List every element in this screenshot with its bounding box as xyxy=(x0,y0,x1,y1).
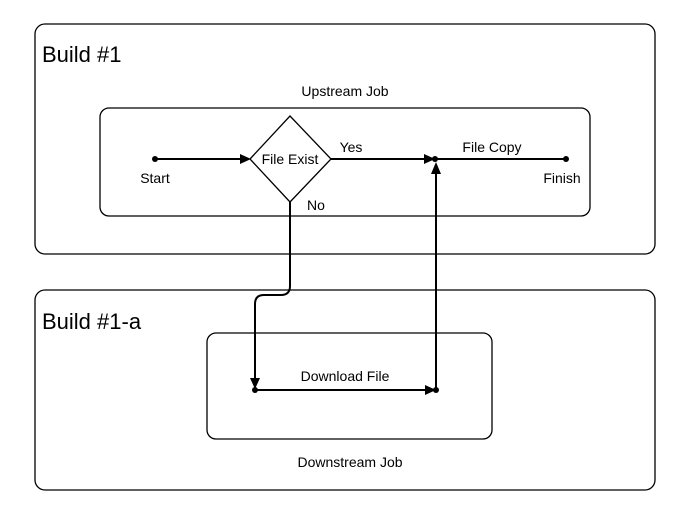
build-1-title: Build #1 xyxy=(42,42,122,67)
edge-no xyxy=(254,202,291,380)
edge-no-arrowhead xyxy=(250,378,260,389)
no-label: No xyxy=(307,197,325,213)
decision-label: File Exist xyxy=(262,151,319,167)
upstream-job-box xyxy=(99,107,591,217)
edge-start-arrowhead xyxy=(240,154,251,164)
finish-label: Finish xyxy=(543,170,580,186)
upstream-job-label: Upstream Job xyxy=(301,83,388,99)
start-label: Start xyxy=(140,170,170,186)
download-file-label: Download File xyxy=(301,368,390,384)
yes-label: Yes xyxy=(340,139,363,155)
edge-download-arrowhead xyxy=(425,385,436,395)
downstream-job-box xyxy=(206,332,493,440)
downstream-job-label: Downstream Job xyxy=(297,454,402,470)
edge-return-arrowhead xyxy=(431,162,441,174)
file-copy-label: File Copy xyxy=(462,139,521,155)
build-1a-title: Build #1-a xyxy=(42,309,142,334)
edge-yes-arrowhead xyxy=(424,154,435,164)
finish-node xyxy=(563,156,569,162)
